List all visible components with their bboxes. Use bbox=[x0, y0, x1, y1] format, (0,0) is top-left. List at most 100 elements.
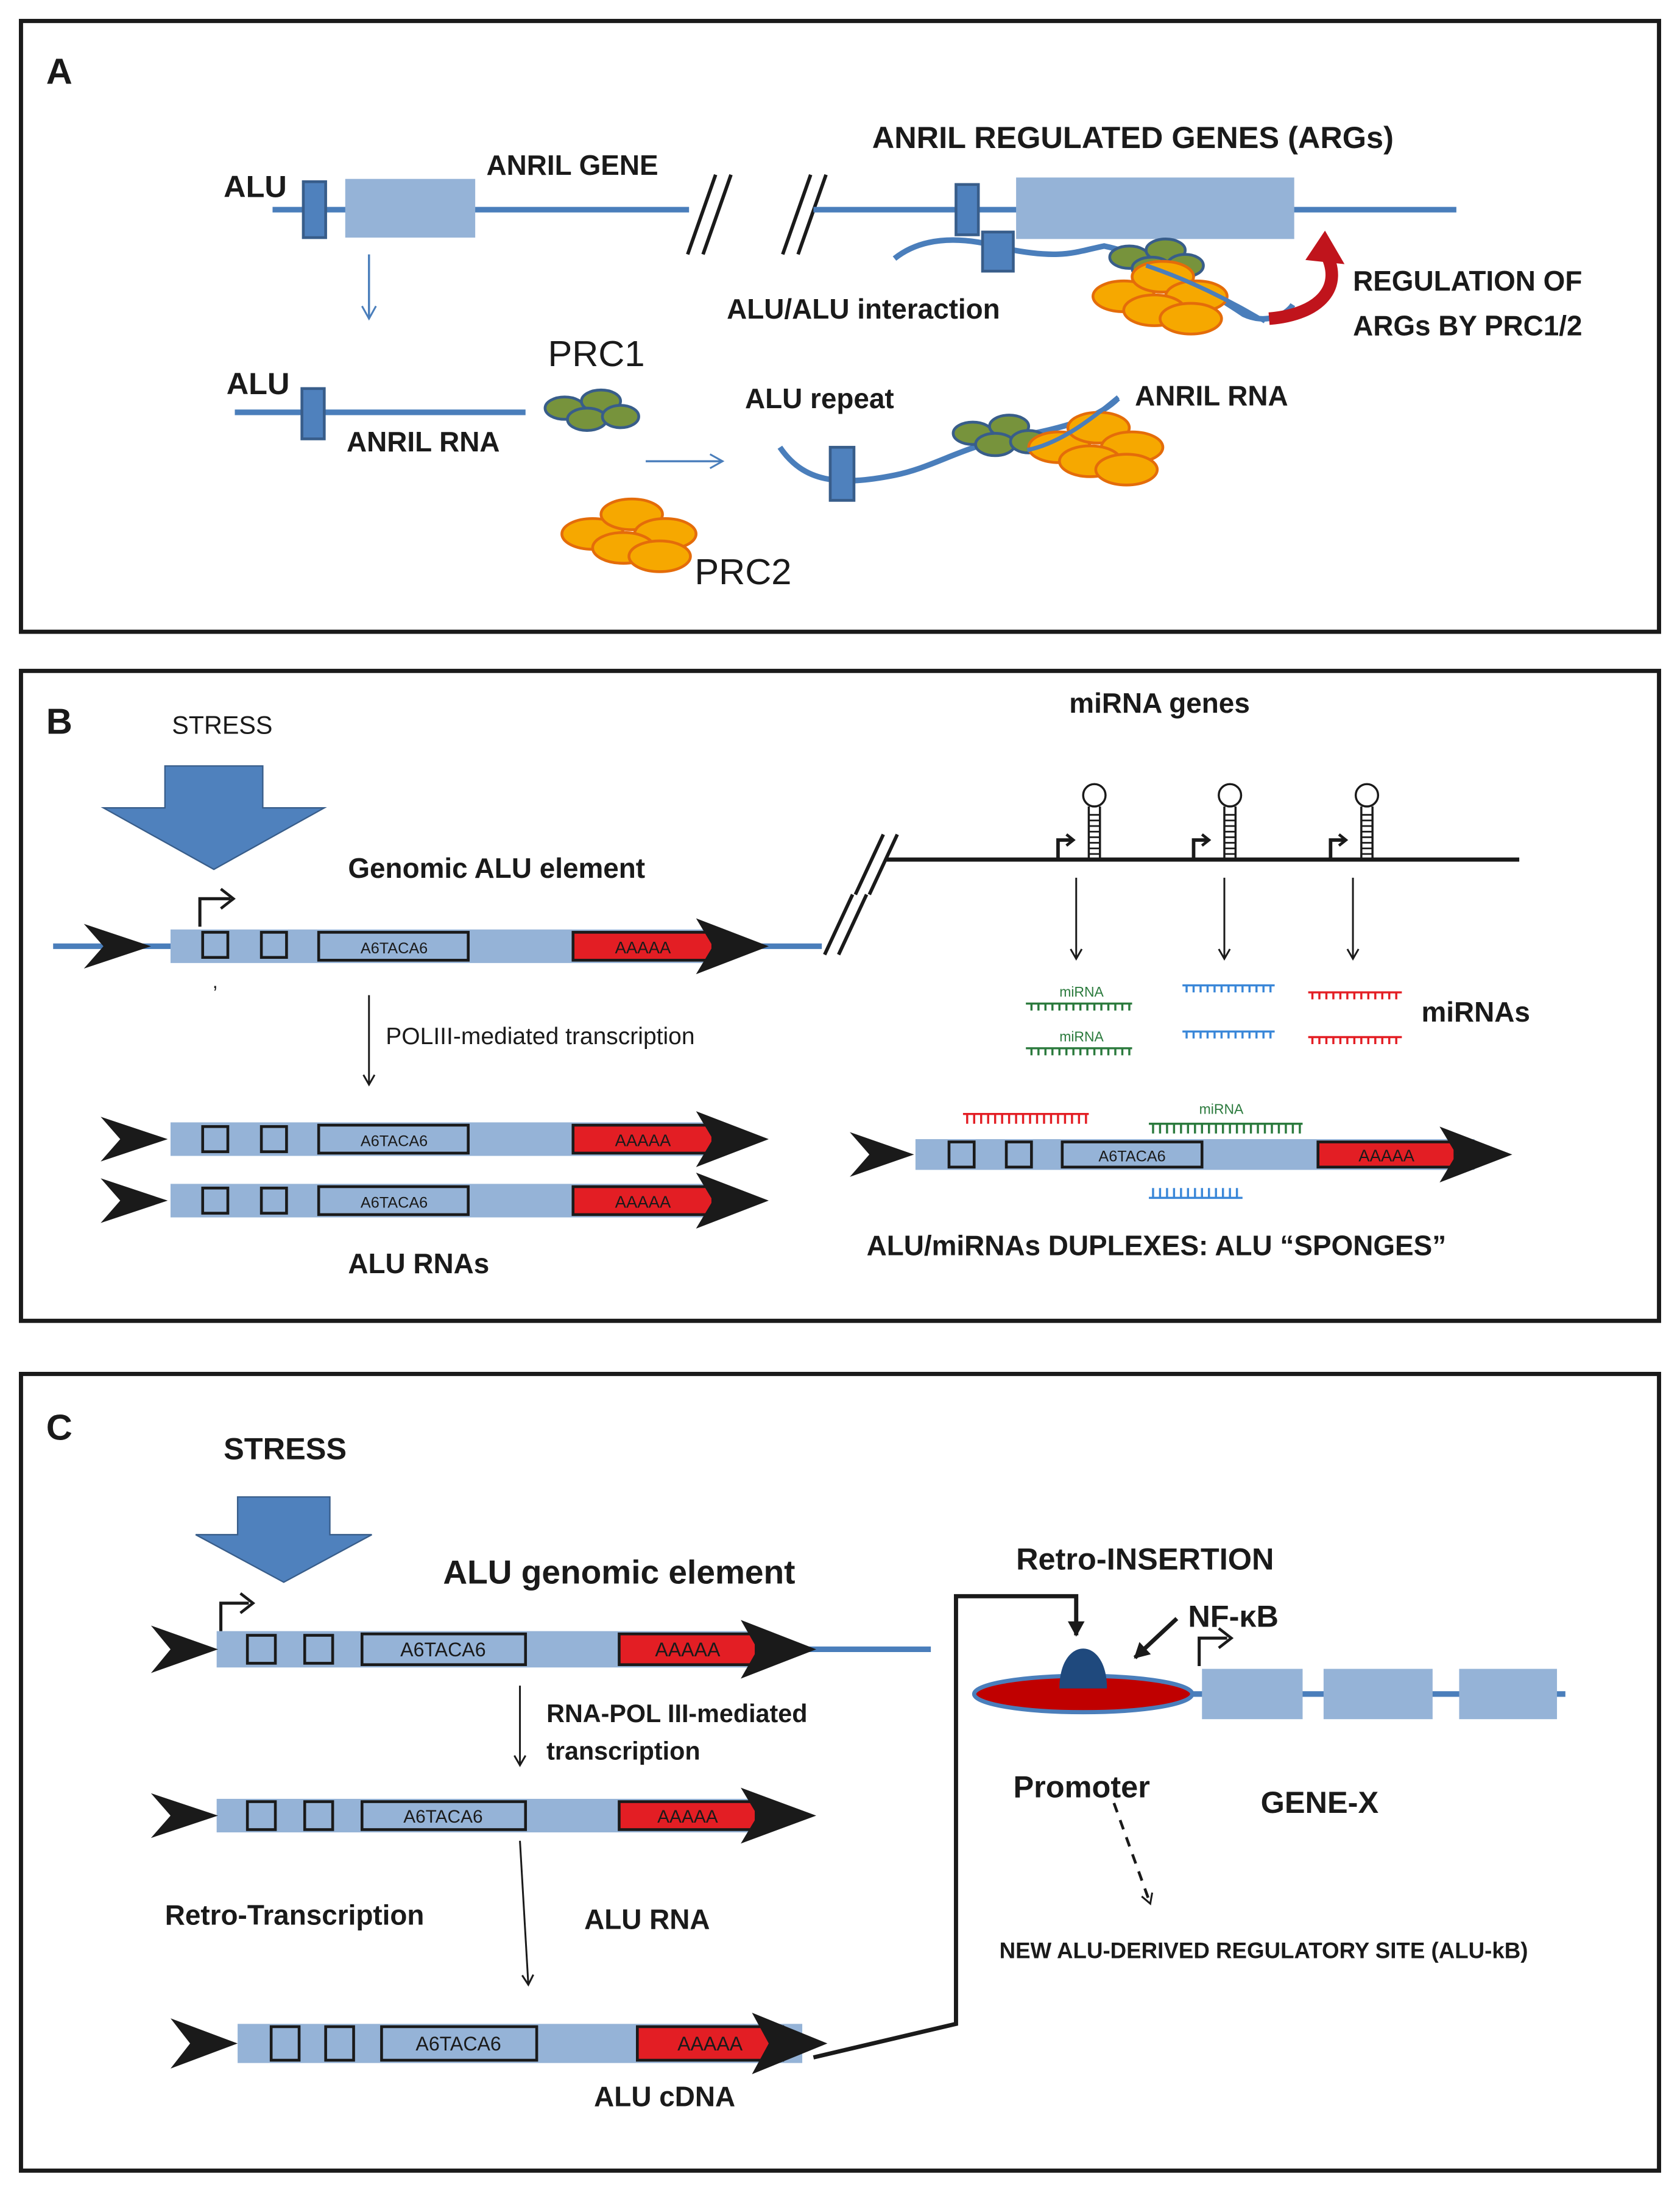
rna-pol-line2: transcription bbox=[546, 1737, 700, 1765]
hairpin-icon-1 bbox=[1058, 784, 1106, 860]
panel-a-frame bbox=[19, 18, 1661, 634]
retro-transcription-arrow bbox=[519, 1840, 534, 1987]
mirna-tiny-1: miRNA bbox=[1059, 984, 1104, 1000]
alu-box-anril-gene bbox=[302, 180, 327, 239]
stress-label-c: STRESS bbox=[224, 1431, 347, 1466]
new-site-dashed-arrow bbox=[1112, 1803, 1154, 1905]
args-exon-box bbox=[1016, 177, 1294, 239]
curved-red-arrow-icon bbox=[1268, 230, 1345, 325]
alu-repeat-label: ALU repeat bbox=[745, 383, 894, 414]
alu-box-anril-rna-bound bbox=[828, 445, 856, 502]
bound-mirna-green bbox=[1149, 1123, 1303, 1134]
anril-exon-box bbox=[345, 178, 476, 238]
args-title: ANRIL REGULATED GENES (ARGs) bbox=[872, 120, 1394, 155]
alu-label-top: ALU bbox=[224, 169, 287, 204]
nfkb-dome bbox=[1059, 1648, 1107, 1689]
prc2-complex-free bbox=[562, 499, 696, 571]
alu-rnas-label: ALU RNAs bbox=[348, 1248, 489, 1279]
panel-a: A ALU ANRIL GENE ANRIL REGULATED GENES (… bbox=[19, 18, 1661, 634]
aaaaa-b4: AAAAA bbox=[1358, 1146, 1414, 1165]
mirna-red-2 bbox=[1308, 1036, 1402, 1044]
stress-label-b: STRESS bbox=[172, 712, 272, 740]
panel-b-frame bbox=[19, 668, 1661, 1323]
hairpin-icon-3 bbox=[1330, 784, 1378, 860]
stress-arrow-icon bbox=[101, 765, 327, 870]
alu-label-bottom: ALU bbox=[227, 366, 290, 401]
gene-x-tss-arrow bbox=[1198, 1636, 1227, 1666]
mirna-green-1 bbox=[1026, 1002, 1132, 1011]
alu-alu-interaction-label: ALU/ALU interaction bbox=[727, 293, 1000, 325]
mirnas-label: miRNAs bbox=[1421, 996, 1530, 1028]
mirna-tiny-3: miRNA bbox=[1199, 1101, 1244, 1117]
mirna-blue-2 bbox=[1182, 1030, 1275, 1039]
rna-overlay-bound bbox=[1026, 395, 1120, 453]
alu-rna-2: A6TACA6 AAAAA bbox=[101, 1173, 769, 1229]
aaaaa-c2: AAAAA bbox=[657, 1807, 718, 1827]
prc2-complex-bound bbox=[1029, 412, 1163, 485]
mirna-green-2 bbox=[1026, 1047, 1132, 1056]
anril-gene-label: ANRIL GENE bbox=[487, 149, 658, 181]
alu-cdna-label: ALU cDNA bbox=[594, 2081, 735, 2113]
gene-x-exon-2 bbox=[1323, 1669, 1433, 1720]
alu-box-anril-rna-top bbox=[981, 230, 1015, 273]
alu-rna-1: A6TACA6 AAAAA bbox=[101, 1111, 769, 1167]
panel-c: C STRESS ALU genomic element A6TACA6 AAA… bbox=[19, 1372, 1661, 2173]
panel-c-frame bbox=[19, 1372, 1661, 2173]
retro-transcription-label: Retro-Transcription bbox=[165, 1899, 425, 1930]
insertion-path bbox=[813, 1594, 1085, 2060]
aaaaa-b2: AAAAA bbox=[615, 1131, 671, 1149]
panel-a-letter: A bbox=[46, 51, 72, 92]
gene-x-exon-1 bbox=[1202, 1669, 1303, 1720]
a6taca6-c2: A6TACA6 bbox=[403, 1807, 482, 1827]
aaaaa-c3: AAAAA bbox=[677, 2033, 743, 2055]
rna-pol-line1: RNA-POL III-mediated bbox=[546, 1700, 807, 1728]
aaaaa-b3: AAAAA bbox=[615, 1192, 671, 1211]
prc2-label: PRC2 bbox=[694, 551, 791, 592]
rna-overlay-top bbox=[1145, 263, 1266, 323]
prc1-label: PRC1 bbox=[548, 333, 644, 374]
gene-x-label: GENE-X bbox=[1261, 1785, 1379, 1820]
retro-insertion-label: Retro-INSERTION bbox=[1016, 1542, 1274, 1577]
mirna-tiny-2: miRNA bbox=[1059, 1028, 1104, 1044]
alu-rna-label: ALU RNA bbox=[584, 1903, 710, 1935]
gene-x-exon-3 bbox=[1459, 1669, 1558, 1720]
a6taca6-b1: A6TACA6 bbox=[361, 940, 428, 957]
alu-box-anril-rna bbox=[300, 387, 326, 440]
poliii-label: POLIII-mediated transcription bbox=[386, 1023, 694, 1050]
alu-box-args bbox=[955, 183, 980, 236]
alu-element-genomic-c: A6TACA6 AAAAA bbox=[150, 1592, 816, 1679]
a6taca6-b2: A6TACA6 bbox=[361, 1132, 428, 1149]
mirna-genes-label: miRNA genes bbox=[1069, 687, 1250, 719]
alu-genomic-element-label: ALU genomic element bbox=[443, 1553, 795, 1591]
break-marks-b bbox=[823, 833, 899, 956]
aaaaa-b1: AAAAA bbox=[615, 938, 671, 957]
alu-rna-c: A6TACA6 AAAAA bbox=[150, 1787, 816, 1844]
alu-cdna-c: A6TACA6 AAAAA bbox=[170, 2013, 828, 2074]
hairpin-icon-2 bbox=[1193, 784, 1241, 860]
aaaaa-c1: AAAAA bbox=[655, 1639, 721, 1661]
nfkb-label: NF-κB bbox=[1188, 1599, 1279, 1634]
gene-x-tss-head bbox=[1218, 1627, 1234, 1649]
a6taca6-b4: A6TACA6 bbox=[1098, 1148, 1165, 1165]
stress-arrow-icon-c bbox=[195, 1496, 372, 1583]
bound-mirna-blue bbox=[1149, 1188, 1243, 1199]
regulation-line2: ARGs BY PRC1/2 bbox=[1353, 310, 1582, 342]
nfkb-arrow-icon bbox=[1133, 1617, 1179, 1659]
anril-rna-strand-top bbox=[892, 237, 1296, 322]
regulation-line1: REGULATION OF bbox=[1353, 265, 1582, 297]
a6taca6-c1: A6TACA6 bbox=[400, 1639, 485, 1661]
mirna-red-1 bbox=[1308, 991, 1402, 1000]
comma-mark: , bbox=[213, 970, 218, 992]
new-site-label: NEW ALU-DERIVED REGULATORY SITE (ALU-kB) bbox=[1000, 1938, 1528, 1963]
break-marks-a bbox=[686, 174, 828, 255]
alu-element-genomic-b: A6TACA6 AAAAA bbox=[83, 888, 769, 975]
a6taca6-c3: A6TACA6 bbox=[415, 2033, 501, 2055]
prc1-complex-free bbox=[545, 390, 639, 431]
sponges-label: ALU/miRNAs DUPLEXES: ALU “SPONGES” bbox=[867, 1229, 1447, 1261]
panel-b: B STRESS Genomic ALU element miRNA genes… bbox=[19, 668, 1661, 1323]
anril-rna-right-label: ANRIL RNA bbox=[1135, 380, 1288, 411]
mirna-blue-1 bbox=[1182, 984, 1275, 993]
mirna-strands: miRNA miRNA bbox=[1026, 984, 1402, 1056]
alu-sponge-element: A6TACA6 AAAAA bbox=[850, 1126, 1512, 1183]
